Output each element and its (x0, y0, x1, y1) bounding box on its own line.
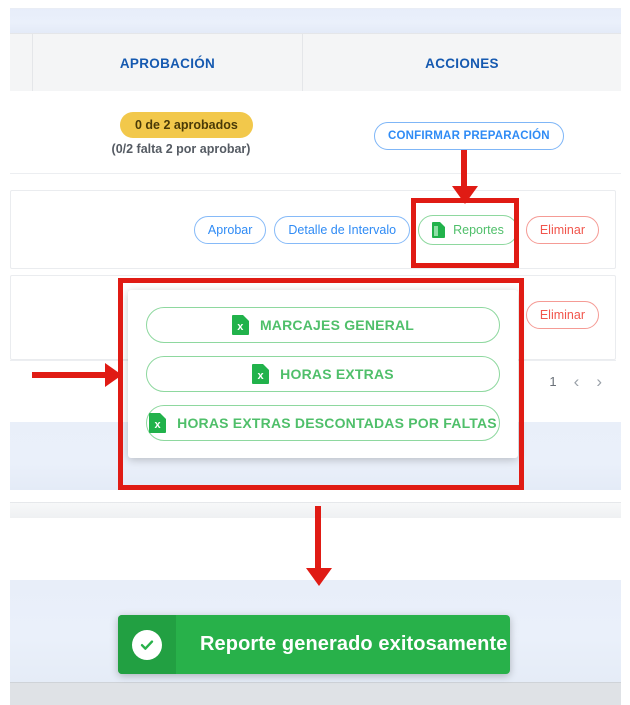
eliminar-button[interactable]: Eliminar (525, 216, 599, 244)
confirmar-preparacion-button[interactable]: CONFIRMAR PREPARACIÓN (374, 122, 564, 150)
reportes-button[interactable]: Reportes (418, 215, 518, 245)
excel-icon: x (149, 413, 167, 433)
window-bottom-strip (10, 682, 621, 705)
second-row-action-group: Eliminar (525, 301, 599, 329)
detalle-de-intervalo-button[interactable]: Detalle de Intervalo (274, 216, 411, 244)
eliminar-button-label: Eliminar (539, 223, 585, 237)
report-item-label: MARCAJES GENERAL (259, 317, 415, 333)
pagination-current-page: 1 (549, 374, 557, 389)
approval-sub-label: (0/2 falta 2 por aprobar) (111, 142, 251, 156)
excel-icon: x (252, 364, 270, 384)
toast-icon-panel (118, 615, 176, 674)
excel-icon-letter: x (237, 320, 244, 333)
excel-icon-letter: x (154, 418, 161, 431)
actions-button-group: Aprobar Detalle de Intervalo Reportes El… (193, 215, 599, 245)
pagination-controls: 1 ‹ › (549, 373, 602, 390)
aprobar-button-label: Aprobar (207, 223, 253, 237)
reportes-button-label: Reportes (453, 223, 504, 237)
table-header-acciones: ACCIONES (425, 55, 499, 71)
report-item-label: HORAS EXTRAS DESCONTADAS POR FALTAS (177, 415, 497, 431)
report-item-label: HORAS EXTRAS (280, 366, 394, 382)
table-header-row: APROBACIÓN ACCIONES (10, 33, 621, 93)
aprobar-button[interactable]: Aprobar (193, 216, 267, 244)
report-item-horas-extras[interactable]: x HORAS EXTRAS (146, 356, 500, 392)
top-gradient-band (10, 8, 621, 34)
actions-card: Aprobar Detalle de Intervalo Reportes El… (10, 190, 616, 269)
table-header-aprobacion: APROBACIÓN (33, 34, 303, 92)
excel-icon: x (231, 315, 249, 335)
chevron-right-icon[interactable]: › (596, 372, 602, 391)
chevron-left-icon[interactable]: ‹ (573, 372, 580, 391)
report-item-horas-extras-descontadas[interactable]: x HORAS EXTRAS DESCONTADAS POR FALTAS (146, 405, 500, 441)
check-circle-icon (132, 629, 162, 660)
status-badge: 0 de 2 aprobados (120, 112, 253, 138)
success-toast[interactable]: Reporte generado exitosamente (118, 615, 510, 674)
white-content-band (10, 518, 621, 580)
reports-dropdown-menu: x MARCAJES GENERAL x HORAS EXTRAS x HORA… (128, 290, 518, 458)
document-green-icon (432, 222, 446, 238)
eliminar-button-row2[interactable]: Eliminar (525, 301, 599, 329)
excel-icon-letter: x (257, 369, 264, 382)
eliminar-row2-label: Eliminar (539, 308, 585, 322)
report-item-marcajes-general[interactable]: x MARCAJES GENERAL (146, 307, 500, 343)
detalle-button-label: Detalle de Intervalo (288, 223, 397, 237)
table-header-spacer (10, 34, 33, 92)
toast-message: Reporte generado exitosamente (200, 633, 508, 655)
